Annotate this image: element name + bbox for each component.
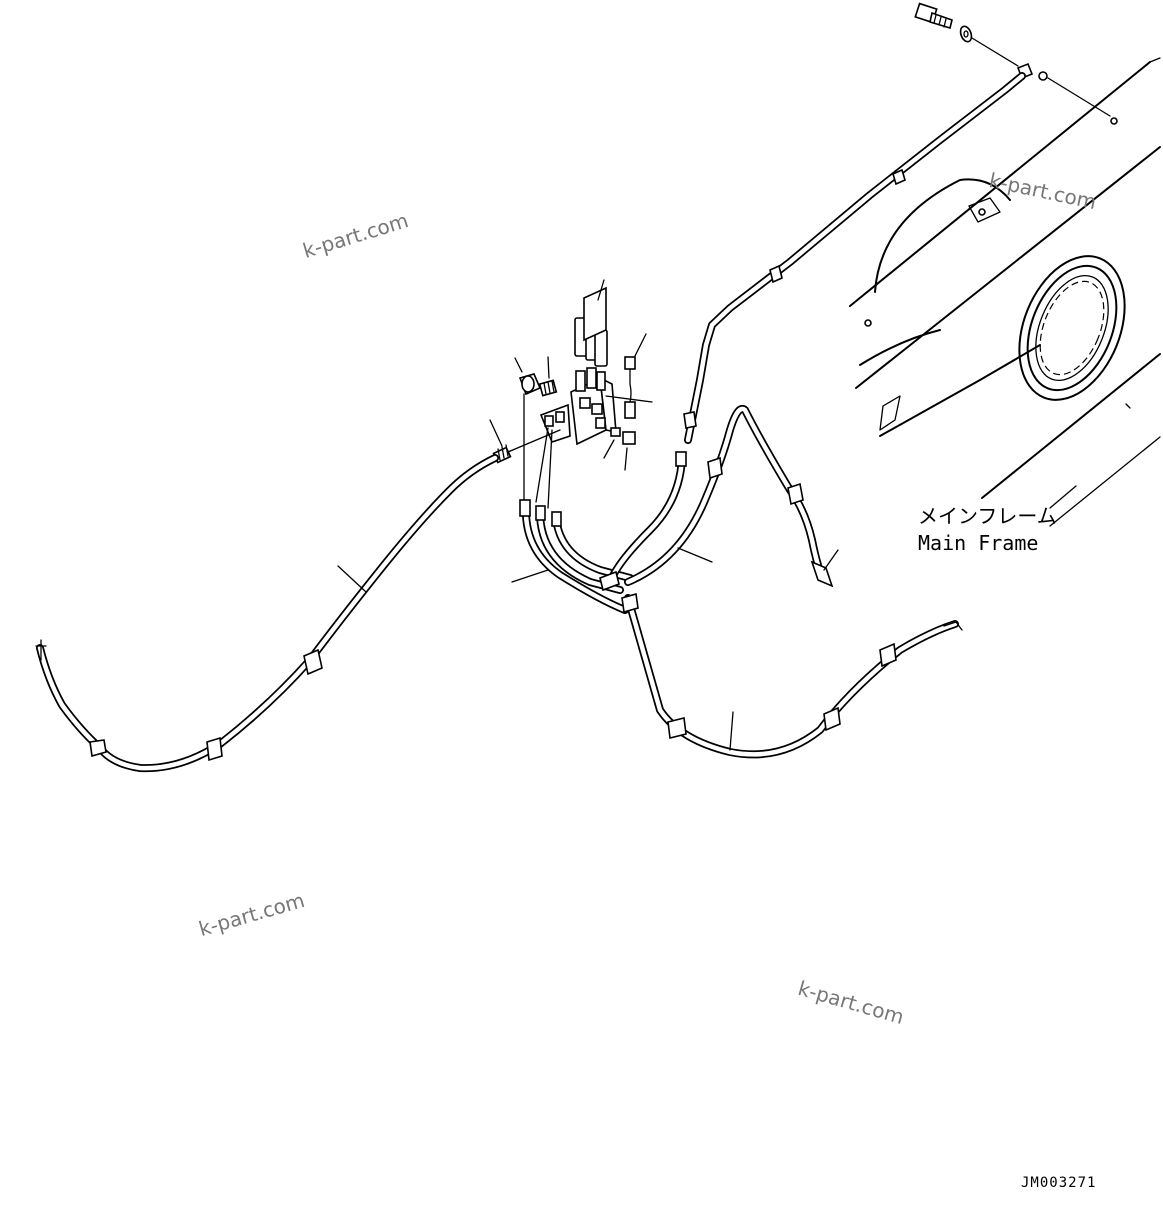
tube-clamp-icon bbox=[683, 168, 906, 429]
leader-line bbox=[535, 427, 549, 503]
pipe-fitting-icon bbox=[1016, 62, 1048, 81]
leader-line bbox=[547, 429, 553, 509]
leader-line bbox=[597, 279, 605, 301]
adapter-fitting-icon bbox=[538, 379, 558, 397]
leader-line bbox=[514, 357, 523, 373]
hose-clamp-icon bbox=[89, 648, 323, 762]
steel-tube bbox=[684, 72, 1026, 444]
fitting-icon bbox=[1110, 117, 1118, 125]
leader-line bbox=[603, 439, 615, 459]
leader-line bbox=[677, 547, 713, 563]
hose-end-fitting-icon bbox=[519, 451, 834, 588]
hose-bundle bbox=[521, 405, 959, 759]
leader-line bbox=[624, 447, 628, 471]
hose-clamp-icon bbox=[599, 456, 897, 739]
washer-icon bbox=[959, 25, 973, 43]
pressure-switch-icon bbox=[622, 356, 636, 445]
leader-line bbox=[605, 395, 653, 403]
main-frame-label-jp: メインフレーム bbox=[918, 504, 1057, 528]
leader-line bbox=[489, 419, 503, 447]
hose-end bbox=[943, 621, 963, 631]
drawing-code: JM003271 bbox=[1021, 1175, 1097, 1191]
leader-line bbox=[511, 569, 549, 583]
bracket-icon bbox=[539, 403, 571, 443]
leader-line bbox=[729, 711, 734, 751]
main-frame-outline bbox=[849, 57, 1161, 527]
leader-line bbox=[547, 356, 550, 379]
leader-line bbox=[507, 429, 561, 453]
leader-line bbox=[1047, 77, 1111, 117]
valve-block bbox=[570, 367, 617, 446]
leader-line bbox=[971, 37, 1019, 67]
leader-line bbox=[823, 549, 839, 571]
plug-icon bbox=[610, 427, 621, 437]
main-frame-label-en: Main Frame bbox=[918, 531, 1039, 555]
relief-valve-cartridges bbox=[574, 286, 608, 367]
leader-line bbox=[337, 565, 367, 593]
bearing-ring bbox=[1018, 255, 1126, 401]
leader-line bbox=[1049, 485, 1077, 509]
bolt-icon bbox=[914, 2, 953, 30]
leader-line bbox=[634, 333, 647, 357]
main-frame-label: メインフレーム Main Frame bbox=[918, 503, 1057, 557]
hose-left bbox=[35, 454, 499, 773]
elbow-fitting-icon bbox=[518, 373, 542, 396]
